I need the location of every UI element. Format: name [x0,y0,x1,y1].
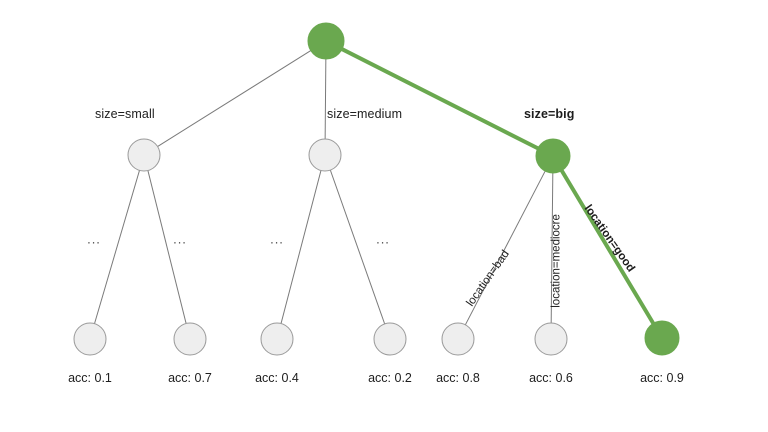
tree-node-leaf-2[interactable] [173,322,207,356]
ellipsis-marker-4: ... [376,231,390,247]
tree-node-big[interactable] [535,138,571,174]
edge-root-to-small [156,49,312,148]
leaf-caption-leaf-5: acc: 0.8 [436,370,480,385]
nodes-group [73,22,680,356]
leaf-caption-leaf-1: acc: 0.1 [68,370,112,385]
edge-big-to-leaf-6 [550,171,554,325]
ellipsis-marker-1: ... [87,231,101,247]
edge-big-to-leaf-5 [464,169,547,326]
tree-node-leaf-7[interactable] [644,320,680,356]
edge-label-small: size=small [95,106,155,121]
ellipsis-marker-3: ... [270,231,284,247]
edge-label-location-mediocre: location=mediocre [550,214,563,308]
edge-small-to-leaf-1 [93,169,141,325]
tree-node-leaf-5[interactable] [441,322,475,356]
edge-label-big: size=big [524,106,575,121]
edge-small-to-leaf-2 [147,169,187,325]
edge-root-to-big [339,46,541,151]
edge-medium-to-leaf-4 [329,168,386,326]
plain-edges-group [93,49,554,326]
leaf-caption-leaf-6: acc: 0.6 [529,370,573,385]
leaf-caption-leaf-3: acc: 0.4 [255,370,299,385]
highlighted-path-edges-group [339,46,656,327]
edge-big-to-leaf-7 [559,167,656,327]
ellipsis-marker-2: ... [173,231,187,247]
edge-root-to-medium [324,57,327,141]
edge-label-medium: size=medium [327,106,403,121]
edge-medium-to-leaf-3 [280,169,322,325]
leaf-caption-leaf-4: acc: 0.2 [368,370,412,385]
tree-node-medium[interactable] [308,138,342,172]
tree-node-root[interactable] [307,22,345,60]
tree-node-leaf-6[interactable] [534,322,568,356]
tree-node-leaf-3[interactable] [260,322,294,356]
tree-node-leaf-1[interactable] [73,322,107,356]
leaf-caption-leaf-2: acc: 0.7 [168,370,212,385]
leaf-caption-leaf-7: acc: 0.9 [640,370,684,385]
tree-node-small[interactable] [127,138,161,172]
tree-node-leaf-4[interactable] [373,322,407,356]
